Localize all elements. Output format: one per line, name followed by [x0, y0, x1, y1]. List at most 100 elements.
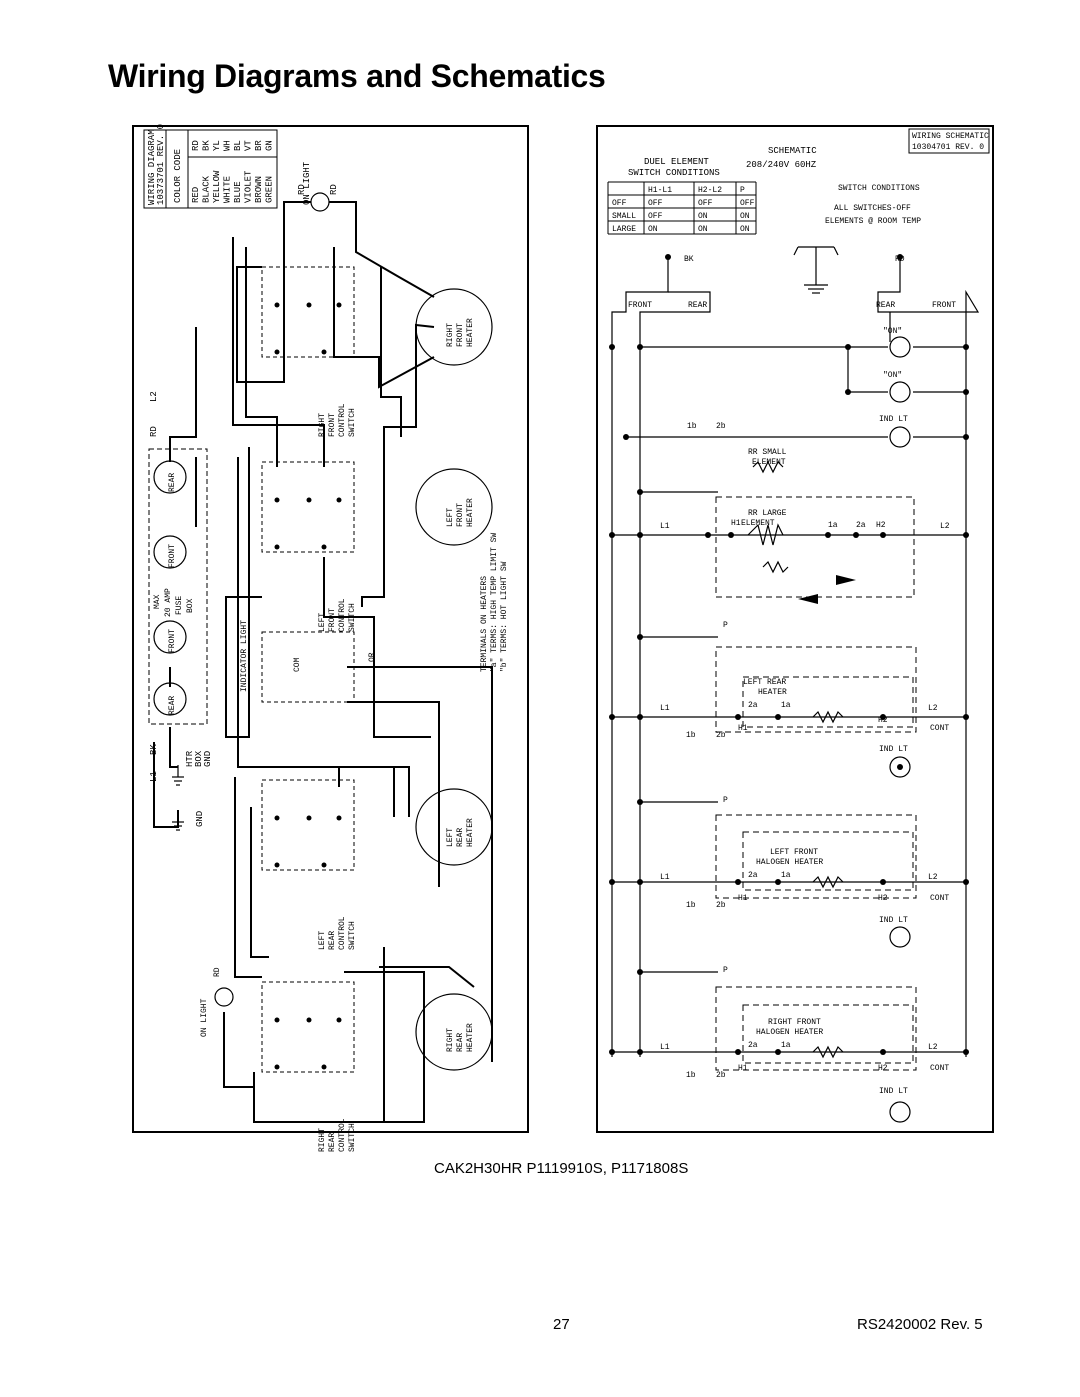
table-cell: ON: [740, 225, 750, 234]
l1-rr: L1: [660, 522, 670, 531]
color-code-title: COLOR CODE: [173, 149, 183, 203]
switch-label: LEFT: [318, 931, 327, 950]
table-cell: LARGE: [612, 225, 636, 234]
wiring-diagram-drawing: WIRING DIAGRAM 10373701 REV. 0 COLOR COD…: [143, 124, 509, 1152]
htr-box-label: BOX: [194, 750, 204, 767]
switch-label: CONTROL: [338, 598, 347, 632]
cont-rf: CONT: [930, 1064, 949, 1073]
ind-lt-4: [889, 1101, 911, 1123]
table-cell: ON: [698, 225, 708, 234]
fuse-rear-label-2: REAR: [168, 696, 177, 715]
switch-label: CONTROL: [338, 916, 347, 950]
color-code-abbr: BR: [254, 140, 264, 151]
wire-label: RD: [149, 426, 159, 437]
switch-label: FRONT: [328, 413, 337, 437]
table-cell: ON: [740, 212, 750, 221]
color-code-name: BROWN: [254, 176, 264, 203]
terminals-note-2: "a" TERMS: HIGH TEMP LIMIT SW: [490, 533, 499, 672]
schematic-subheading-1: DUEL ELEMENT: [644, 157, 709, 167]
t2a-lr: 2a: [748, 701, 758, 710]
schematic-heading: SCHEMATIC: [768, 146, 817, 156]
t1a-rr: 1a: [828, 521, 838, 530]
p-label-2: P: [723, 796, 728, 805]
schematic-block-title: WIRING SCHEMATIC: [912, 132, 989, 141]
fuse-front-label-2: FRONT: [168, 629, 177, 653]
page-number: 27: [553, 1316, 570, 1333]
front-label-right: FRONT: [932, 301, 956, 310]
heater-label: HEATER: [466, 818, 475, 847]
t1a-rf: 1a: [781, 1041, 791, 1050]
wiring-title-block: [143, 129, 278, 209]
color-code-abbr: BK: [202, 140, 212, 151]
terminal-dots: [274, 302, 342, 1070]
switch-label: FRONT: [328, 608, 337, 632]
h1-lf: H1: [738, 894, 748, 903]
fuse-box-label: FUSE: [175, 596, 184, 615]
com-label: COM: [293, 657, 302, 672]
t1b-lf: 1b: [686, 901, 696, 910]
fuse-front-bottom: [153, 620, 187, 654]
heater-label: FRONT: [456, 323, 465, 347]
halogen-1: HALOGEN HEATER: [756, 858, 823, 867]
l2-lr: L2: [928, 704, 938, 713]
t1b-rf: 1b: [686, 1071, 696, 1080]
switch-label: REAR: [328, 1133, 337, 1152]
h2-lr: H2: [878, 716, 888, 725]
terminals-note-3: "b" TERMS: HOT LIGHT SW: [500, 561, 509, 672]
element-symbols: [747, 460, 844, 1059]
l2-lf: L2: [928, 873, 938, 882]
gnd-label: GND: [195, 811, 205, 827]
left-front-1: LEFT FRONT: [770, 848, 818, 857]
wiring-harness: [153, 201, 493, 1123]
table-header: H1-L1: [648, 186, 672, 195]
table-cell: OFF: [740, 199, 755, 208]
right-front-1: RIGHT FRONT: [768, 1018, 821, 1027]
l1-rf: L1: [660, 1043, 670, 1052]
h1-rr: H1: [731, 519, 741, 528]
fuse-box-label: MAX: [153, 594, 162, 609]
fuse-box-label: 20 AMP: [164, 588, 173, 617]
cont-lr: CONT: [930, 724, 949, 733]
schematic-title-block: [908, 128, 990, 154]
t2a-rf: 2a: [748, 1041, 758, 1050]
all-switches-off: ALL SWITCHES-OFF: [834, 204, 911, 213]
indicator-light-box: [261, 631, 355, 703]
heater-left-rear: [415, 788, 493, 866]
fuse-front-label: FRONT: [168, 544, 177, 568]
fuse-box-label: BOX: [186, 598, 195, 613]
ind-lt-1: [889, 426, 911, 448]
switch-outlines: [261, 266, 355, 1073]
on-light-indicator-top: [310, 192, 330, 212]
switch-label: SWITCH: [348, 408, 357, 437]
heater-label: FRONT: [456, 503, 465, 527]
color-code-name: VIOLET: [244, 170, 254, 203]
on-label-2: "ON": [883, 371, 902, 380]
heater-label: RIGHT: [446, 323, 455, 347]
switch-label: LEFT: [318, 613, 327, 632]
t2b-1: 2b: [716, 422, 726, 431]
left-rear-1: LEFT REAR: [743, 678, 786, 687]
t2b-rf: 2b: [716, 1071, 726, 1080]
t1b-lr: 1b: [686, 731, 696, 740]
t2b-lr: 2b: [716, 731, 726, 740]
schematic-drawing: WIRING SCHEMATIC 10304701 REV. 0 SCHEMAT…: [607, 128, 990, 1123]
color-code-abbr: BL: [233, 140, 243, 151]
rr-small-label: RR SMALL: [748, 448, 787, 457]
indicator-light-label: INDICATOR LIGHT: [240, 620, 249, 692]
wiring-block-title: WIRING DIAGRAM: [147, 129, 157, 205]
on-indicator-2: [889, 381, 911, 403]
l2-rr: L2: [940, 522, 950, 531]
bk-label: BK: [684, 255, 694, 264]
heater-label: HEATER: [466, 318, 475, 347]
page-title: Wiring Diagrams and Schematics: [108, 58, 606, 94]
table-cell: OFF: [698, 199, 713, 208]
schematic-subheading-2: SWITCH CONDITIONS: [628, 168, 720, 178]
wire-label: OR: [368, 652, 377, 662]
heater-label: LEFT: [446, 508, 455, 527]
wiring-block-rev: 10373701 REV. 0: [156, 124, 166, 205]
color-code-name: BLACK: [202, 175, 212, 203]
heater-label: HEATER: [466, 1023, 475, 1052]
t2b-lf: 2b: [716, 901, 726, 910]
l2-label: L2: [149, 391, 159, 402]
